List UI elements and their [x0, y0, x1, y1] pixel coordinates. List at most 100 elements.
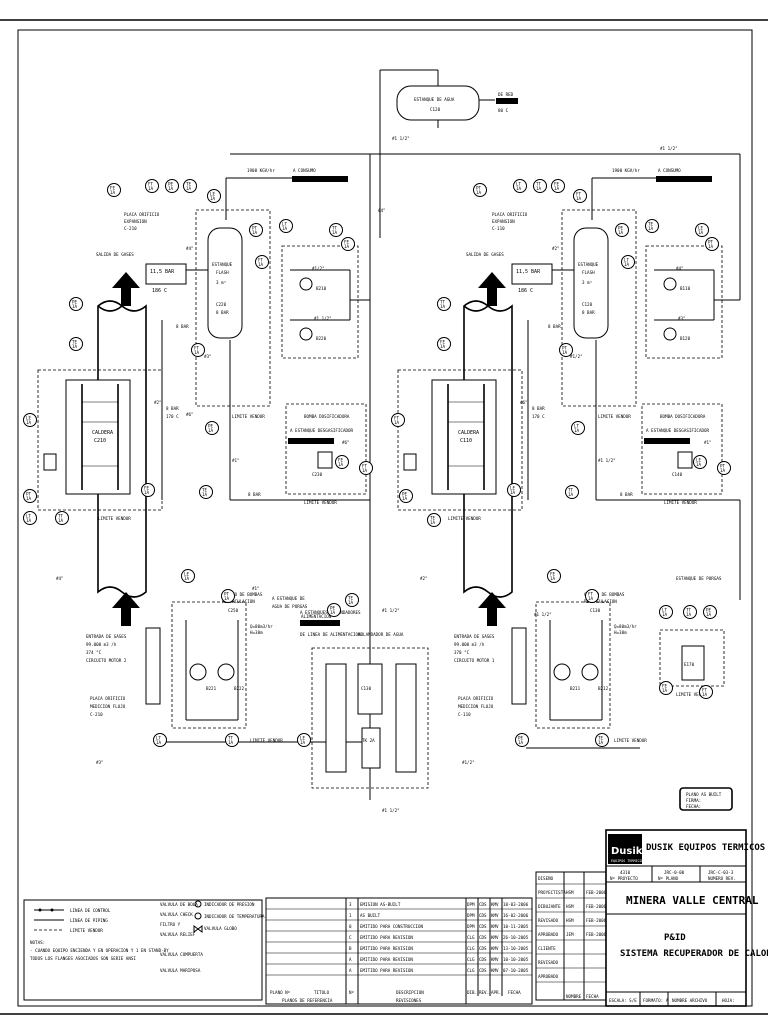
- right-pump-a: B110: [680, 286, 691, 291]
- left-desgas-2: A ESTANQUE DESGASIFICADOR: [290, 428, 354, 433]
- rev-footer-7: FECHA: [508, 990, 521, 995]
- revision-cell: B: [349, 946, 352, 951]
- right-train: 1900 KGV/hr A CONSUMO ESTANQUE FLASH 3 m…: [397, 168, 741, 749]
- stamp-fecha: FECHA:: [686, 804, 701, 809]
- pipe-size-label: #4": [676, 266, 684, 271]
- left-train: 1900 KGV/hr A CONSUMO ESTANQUE FLASH 3 m…: [37, 168, 370, 743]
- instrument-tag: PT: [224, 592, 230, 597]
- instrument-tag: FE: [338, 458, 344, 463]
- left-flash-2: FLASH: [216, 270, 229, 275]
- left-cuarto-1: CUARTO DE BOMBAS: [222, 592, 263, 597]
- right-cuarto-1: CUARTO DE BOMBAS: [584, 592, 625, 597]
- instrument-loop: 1A: [536, 186, 542, 191]
- instrument-loop: 1A: [702, 692, 708, 697]
- revision-cell: KMV: [491, 924, 499, 929]
- right-plate2-2: MEDICION FLUJO: [458, 704, 494, 709]
- right-gas-in-3: 370 °C: [454, 650, 470, 655]
- instrument-tag: LE: [510, 486, 516, 491]
- left-estanque-2: AGUA DE PURGAS: [272, 604, 308, 609]
- signoff-cell: DIBUJANTE: [538, 904, 561, 909]
- right-cuarto-2: RECIRCULACION: [584, 599, 617, 604]
- tank-top-note: DE RED: [498, 92, 514, 97]
- instrument-balloon: [55, 511, 69, 525]
- instrument-loop: 1A: [516, 186, 522, 191]
- title-block: Dusik EQUIPOS TERMICOS DUSIK EQUIPOS TER…: [605, 829, 768, 1007]
- left-temp: 186 C: [152, 288, 167, 294]
- right-consumer-1: A CONSUMO: [658, 168, 681, 173]
- tank-top-temp: 80 C: [498, 108, 509, 113]
- instrument-tag: FE: [110, 186, 116, 191]
- revision-cell: AS BUILT: [360, 913, 381, 918]
- stamp-title: PLANO AS BUILT: [686, 792, 722, 797]
- signoff-cell: FEB-2006: [586, 890, 607, 895]
- instrument-balloon: [207, 189, 221, 203]
- instrument-tag: FE: [344, 240, 350, 245]
- instrument-balloon: [693, 455, 707, 469]
- pipe-size-label: #6": [186, 412, 194, 417]
- instrument-tag: LT: [156, 736, 162, 741]
- instrument-loop: 1A: [618, 230, 624, 235]
- instrument-tag: LE: [300, 736, 306, 741]
- instrument-loop: 1A: [598, 740, 604, 745]
- left-limite-3: LIMITE VENDOR: [304, 500, 337, 505]
- pipe-size-label: #2": [154, 400, 162, 405]
- instrument-loop: 1A: [224, 596, 230, 601]
- pipe-size-label: #1/2": [570, 354, 583, 359]
- left-consumer-1: A CONSUMO: [293, 168, 316, 173]
- instrument-loop: 1A: [252, 230, 258, 235]
- code-2: JRC-C-03-3: [708, 870, 734, 875]
- instrument-loop: 1A: [686, 612, 692, 617]
- instrument-balloon: [191, 343, 205, 357]
- ablandador-tk: TK 2A: [362, 738, 375, 743]
- left-pump-2: B222: [234, 686, 245, 691]
- revision-cell: 16-02-2006: [503, 913, 529, 918]
- revision-cell: 10-11-2005: [503, 924, 529, 929]
- instrument-balloon: [69, 297, 83, 311]
- instrument-balloon: [199, 485, 213, 499]
- ablandador-title: ABLANDADOR DE AGUA: [358, 632, 404, 637]
- revision-cell: EMITIDO PARA REVISION: [360, 946, 413, 951]
- revision-cell: 26-10-2005: [503, 935, 529, 940]
- signoff-cell: FEB-2006: [586, 904, 607, 909]
- right-pump-1: B211: [570, 686, 581, 691]
- instrument-balloon: [69, 337, 83, 351]
- right-desgas-2: A ESTANQUE DESGASIFICADOR: [646, 428, 710, 433]
- right-plate-1: PLACA ORIFICIO: [492, 212, 528, 217]
- revision-cell: KMV: [491, 913, 499, 918]
- instrument-tag: FE: [144, 486, 150, 491]
- left-bar8: 8 BAR: [176, 324, 189, 329]
- instrument-balloon: [551, 179, 565, 193]
- instrument-tag: LE: [696, 458, 702, 463]
- signoff-cell: REVISADO: [538, 960, 559, 965]
- left-h: H=30m: [250, 630, 263, 635]
- instrument-loop: 1A: [648, 226, 654, 231]
- revision-cell: DPM: [467, 902, 475, 907]
- revision-cell: A: [349, 957, 352, 962]
- right-q: Q=80m3/hr: [614, 624, 637, 629]
- instrument-loop: 1A: [510, 490, 516, 495]
- revision-cell: EMITIDO PARA REVISION: [360, 935, 413, 940]
- pipe-size-label: #1": [704, 440, 712, 445]
- revision-cell: 10-03-2006: [503, 902, 529, 907]
- instrument-balloon: [335, 455, 349, 469]
- signoff-cell: FEB-2006: [586, 932, 607, 937]
- right-limite-4: LIMITE VENDOR: [614, 738, 647, 743]
- revision-cell: KMV: [491, 935, 499, 940]
- tb-bottom-0: ESCALA: S/E: [609, 998, 637, 1003]
- stamp-firma: FIRMA:: [686, 798, 701, 803]
- instrument-balloon: [255, 255, 269, 269]
- left-cuarto-2: RECIRCULACION: [222, 599, 255, 604]
- instrument-tag: LE: [184, 572, 190, 577]
- revision-cell: 0: [349, 924, 352, 929]
- right-limite-2: LIMITE VENDOR: [448, 516, 481, 521]
- instrument-tag: LE: [698, 226, 704, 231]
- left-boiler-2: C210: [94, 438, 106, 444]
- instrument-tag: PT: [562, 346, 568, 351]
- right-h: H=30m: [614, 630, 627, 635]
- instrument-loop: 1A: [362, 468, 368, 473]
- pipe-size-label: #1/2": [312, 266, 325, 271]
- rev-footer-5: REV.: [479, 990, 489, 995]
- pipe-top-label: #1 1/2": [392, 136, 410, 141]
- instrument-tag: FT: [194, 346, 200, 351]
